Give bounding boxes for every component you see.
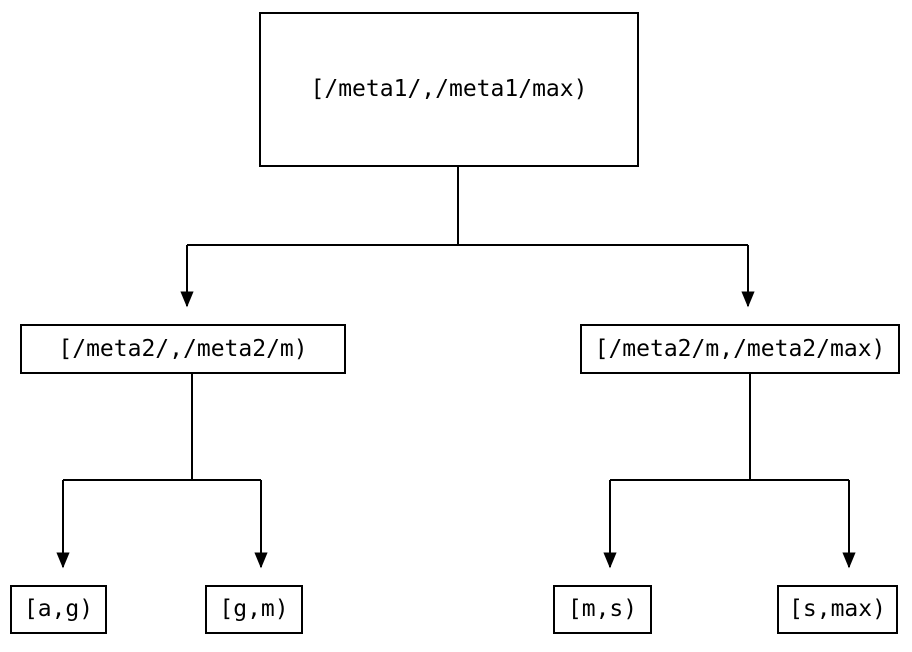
tree-leaf-m-s[interactable]: [m,s) [553, 585, 652, 634]
tree-leaf-a-g[interactable]: [a,g) [10, 585, 107, 634]
tree-leaf-a-g-label: [a,g) [23, 596, 94, 622]
tree-node-level2-left[interactable]: [/meta2/,/meta2/m) [20, 324, 346, 374]
tree-node-root[interactable]: [/meta1/,/meta1/max) [259, 12, 639, 167]
tree-leaf-g-m-label: [g,m) [219, 596, 289, 622]
tree-leaf-s-max-label: [s,max) [789, 596, 886, 622]
tree-node-level2-right-label: [/meta2/m,/meta2/max) [594, 335, 886, 362]
tree-leaf-s-max[interactable]: [s,max) [777, 585, 898, 634]
tree-node-level2-left-label: [/meta2/,/meta2/m) [58, 335, 308, 362]
tree-leaf-m-s-label: [m,s) [567, 596, 638, 622]
tree-node-root-label: [/meta1/,/meta1/max) [310, 76, 588, 102]
tree-leaf-g-m[interactable]: [g,m) [205, 585, 303, 634]
tree-node-level2-right[interactable]: [/meta2/m,/meta2/max) [580, 324, 900, 374]
